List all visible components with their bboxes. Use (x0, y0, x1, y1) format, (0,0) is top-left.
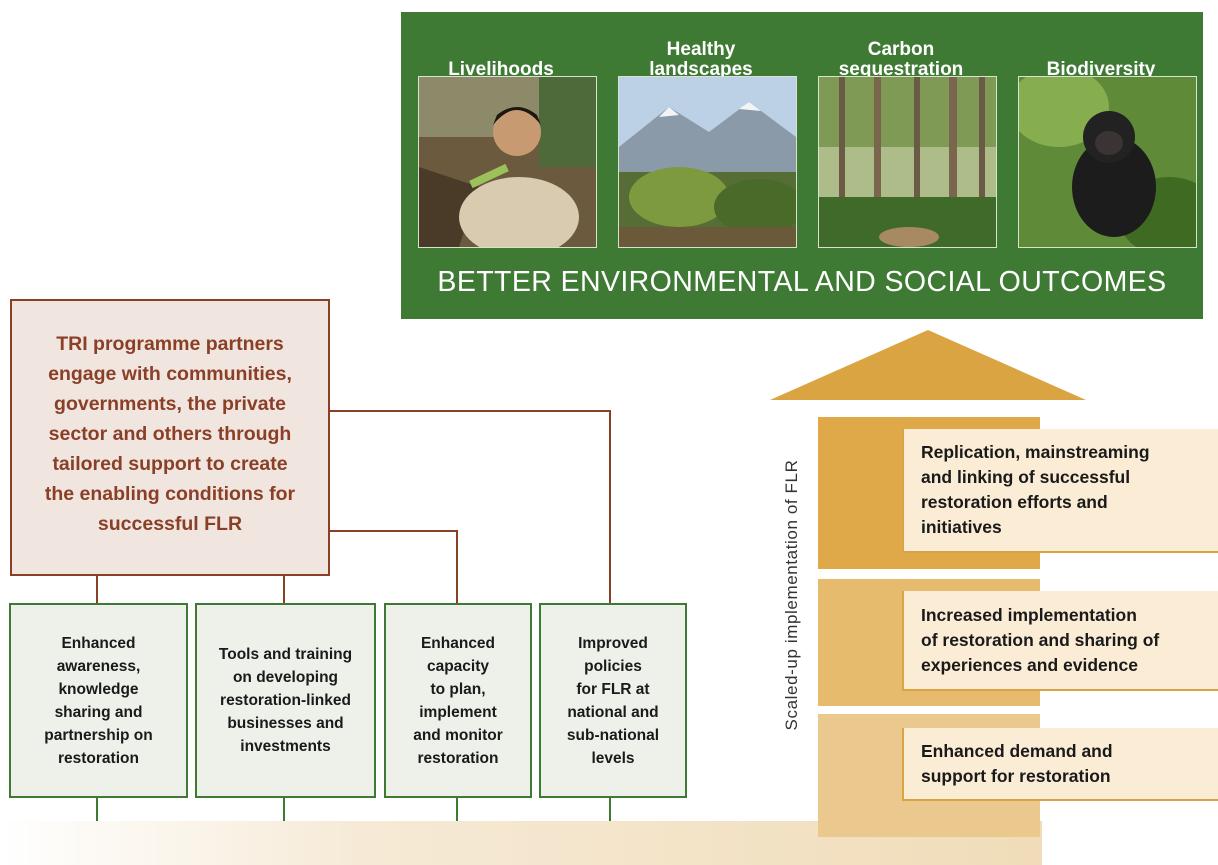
support-text: Improved policies for FLR at national an… (566, 634, 660, 767)
step-box-replication: Replication, mainstreaming and linking o… (902, 429, 1218, 553)
support-box-policies: Improved policies for FLR at national an… (539, 603, 687, 798)
outcome-title-biodiversity: Biodiversity (1046, 59, 1156, 80)
connector-line (330, 530, 458, 532)
connector-line (456, 530, 458, 603)
livelihoods-photo (418, 76, 597, 248)
connector-line (609, 410, 611, 603)
support-box-tools: Tools and training on developing restora… (195, 603, 376, 798)
support-box-capacity: Enhanced capacity to plan, implement and… (384, 603, 532, 798)
outcome-title-carbon-sequestration: Carbon sequestration (838, 39, 964, 80)
step-box-demand: Enhanced demand and support for restorat… (902, 728, 1218, 801)
step-text: Replication, mainstreaming and linking o… (921, 442, 1150, 537)
outcome-title-livelihoods: Livelihoods (448, 59, 554, 80)
connector-line (96, 576, 98, 603)
stem-line (283, 798, 285, 821)
step-text: Increased implementation of restoration … (921, 604, 1160, 675)
step-text: Enhanced demand and support for restorat… (921, 740, 1113, 786)
support-box-awareness: Enhanced awareness, knowledge sharing an… (9, 603, 188, 798)
up-arrow-icon (770, 330, 1086, 400)
outcomes-banner: BETTER ENVIRONMENTAL AND SOCIAL OUTCOMES (437, 266, 1167, 298)
stem-line (96, 798, 98, 821)
stem-line (609, 798, 611, 821)
partner-text: TRI programme partners engage with commu… (44, 332, 296, 535)
step-box-implementation: Increased implementation of restoration … (902, 591, 1218, 691)
partner-box: TRI programme partners engage with commu… (10, 299, 330, 576)
support-text: Tools and training on developing restora… (218, 646, 353, 755)
connector-line (283, 576, 285, 603)
support-text: Enhanced capacity to plan, implement and… (413, 634, 503, 767)
scale-label-text: Scaled-up implementation of FLR (782, 459, 801, 731)
outcomes-panel: Livelihoods Healthy landscapes Carbon se… (401, 12, 1203, 319)
outcome-title-healthy-landscapes: Healthy landscapes (649, 39, 753, 80)
support-text: Enhanced awareness, knowledge sharing an… (44, 634, 153, 767)
gorilla-photo (1018, 76, 1197, 248)
forest-photo (818, 76, 997, 248)
landscape-photo (618, 76, 797, 248)
stem-line (456, 798, 458, 821)
connector-line (330, 410, 611, 412)
